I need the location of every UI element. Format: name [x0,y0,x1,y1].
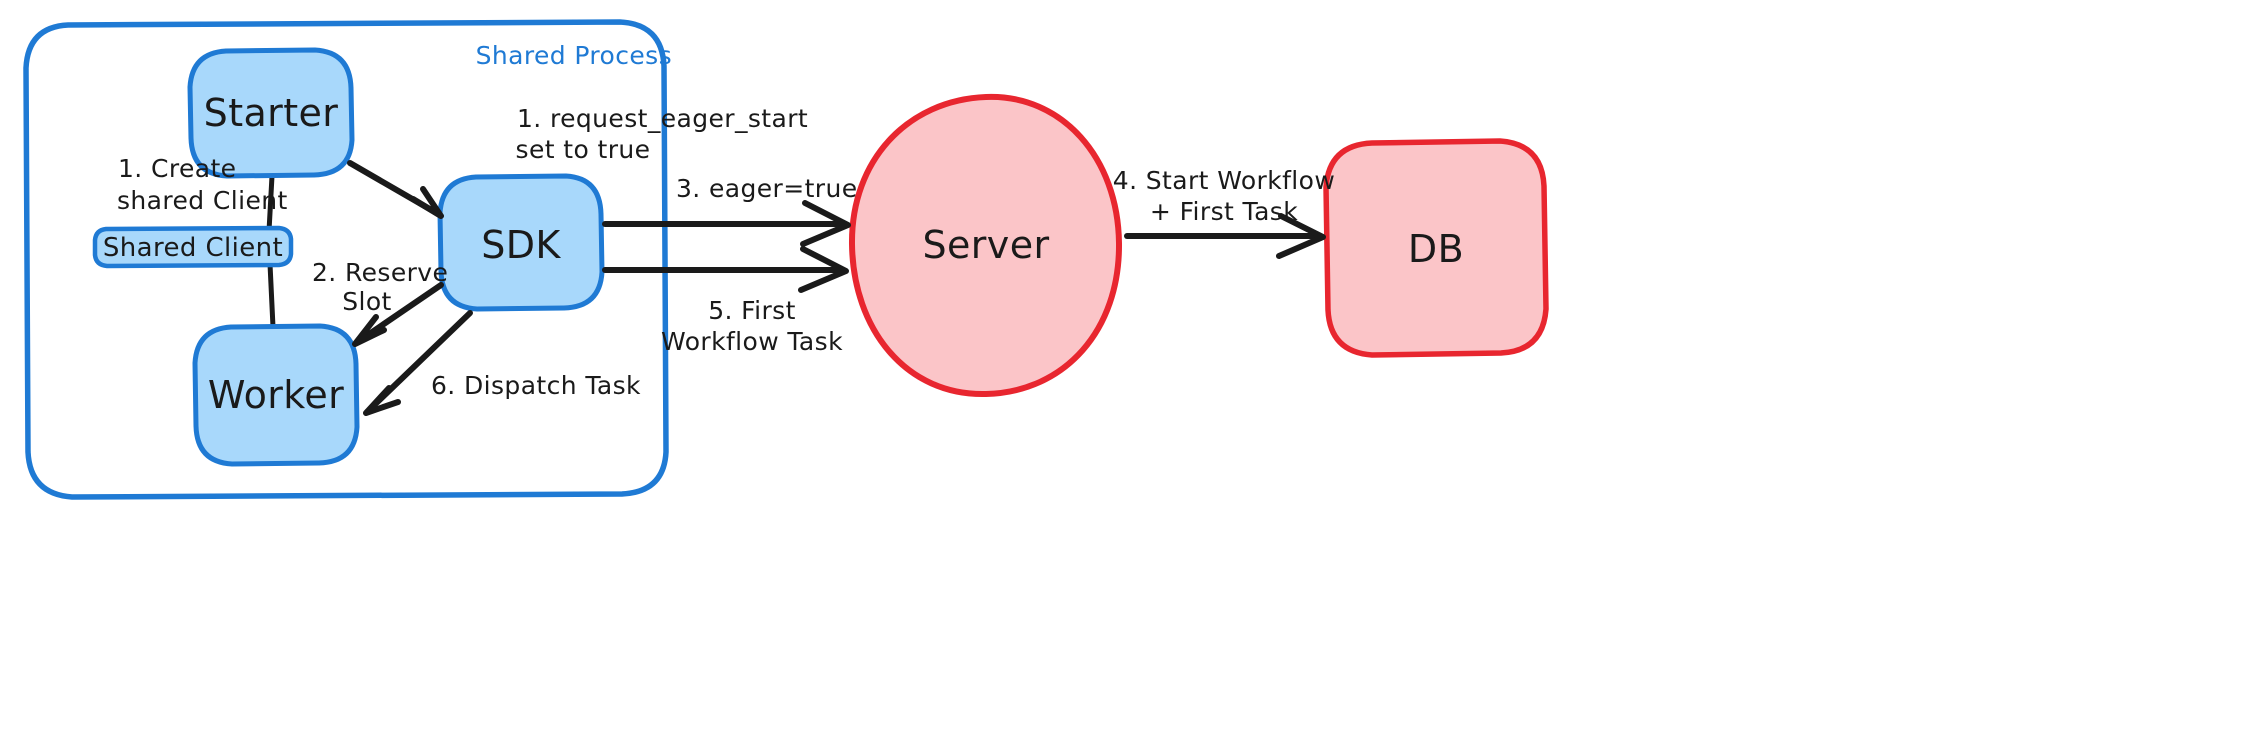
starter-shape [187,47,355,179]
arrow-first-workflow-task-head [798,246,849,293]
label-eager-true: 3. eager=true [676,174,857,203]
node-sdk[interactable]: SDK [437,173,605,312]
arrow-sdk-to-worker-reserve [352,282,444,347]
node-starter[interactable]: Starter [187,47,355,179]
sdk-shape [437,173,605,312]
db-shape [1323,138,1549,358]
arrow-reserve-slot-head [352,314,387,347]
worker-shape [192,323,360,467]
request-eager-start-line1: 1. request_eager_start [517,104,808,133]
node-worker[interactable]: Worker [192,323,360,467]
arrow-sdk-to-worker-dispatch [363,310,473,416]
dispatch-task-label: 6. Dispatch Task [431,371,641,400]
start-workflow-line2: + First Task [1150,197,1298,226]
create-shared-client-line1: 1. Create [118,154,236,183]
starter-label: Starter [204,91,339,135]
arrow-sdk-to-server-first-task [602,246,849,293]
node-server[interactable]: Server [848,93,1123,398]
shared-client-shape [92,225,294,269]
reserve-slot-line1: 2. Reserve [312,258,448,287]
connector-sharedclient-worker [267,261,276,330]
node-shared-client[interactable]: Shared Client [92,225,294,269]
server-label: Server [922,223,1049,267]
connector-starter-sharedclient [266,173,275,234]
create-shared-client-line2: shared Client [117,186,288,215]
label-reserve-slot: 2. Reserve Slot [312,258,448,316]
arrow-reserve-slot-line [353,282,444,346]
arrow-sdk-to-server-eager [602,200,851,247]
shared-process-border [23,19,669,500]
eager-true-label: 3. eager=true [676,174,857,203]
arrow-eager-true-head [800,200,851,247]
label-dispatch-task: 6. Dispatch Task [431,371,641,400]
first-workflow-task-line1: 5. First [708,296,796,325]
arrow-dispatch-task-head [363,385,401,416]
first-workflow-task-line2: Workflow Task [661,327,843,356]
db-label: DB [1408,227,1464,271]
worker-label: Worker [208,373,344,417]
label-first-workflow-task: 5. First Workflow Task [661,296,843,356]
starter-sharedclient-worker-connector [266,173,276,330]
arrow-server-to-db [1124,213,1326,259]
request-eager-start-line2: set to true [516,135,651,164]
arrow-starter-sdk-head [410,186,444,219]
label-request-eager-start: 1. request_eager_start set to true [516,104,808,164]
start-workflow-line1: 4. Start Workflow [1113,166,1335,195]
arrow-start-workflow-head [1276,213,1326,259]
server-shape [848,93,1123,398]
shared-process-group: Shared Process [23,19,672,500]
arrow-starter-to-sdk [347,160,444,219]
label-start-workflow: 4. Start Workflow + First Task [1113,166,1335,226]
reserve-slot-line2: Slot [342,287,392,316]
label-create-shared-client: 1. Create shared Client [117,154,288,215]
shared-client-label: Shared Client [103,233,283,263]
node-db[interactable]: DB [1323,138,1549,358]
shared-process-label: Shared Process [476,41,672,70]
sdk-label: SDK [481,223,561,267]
